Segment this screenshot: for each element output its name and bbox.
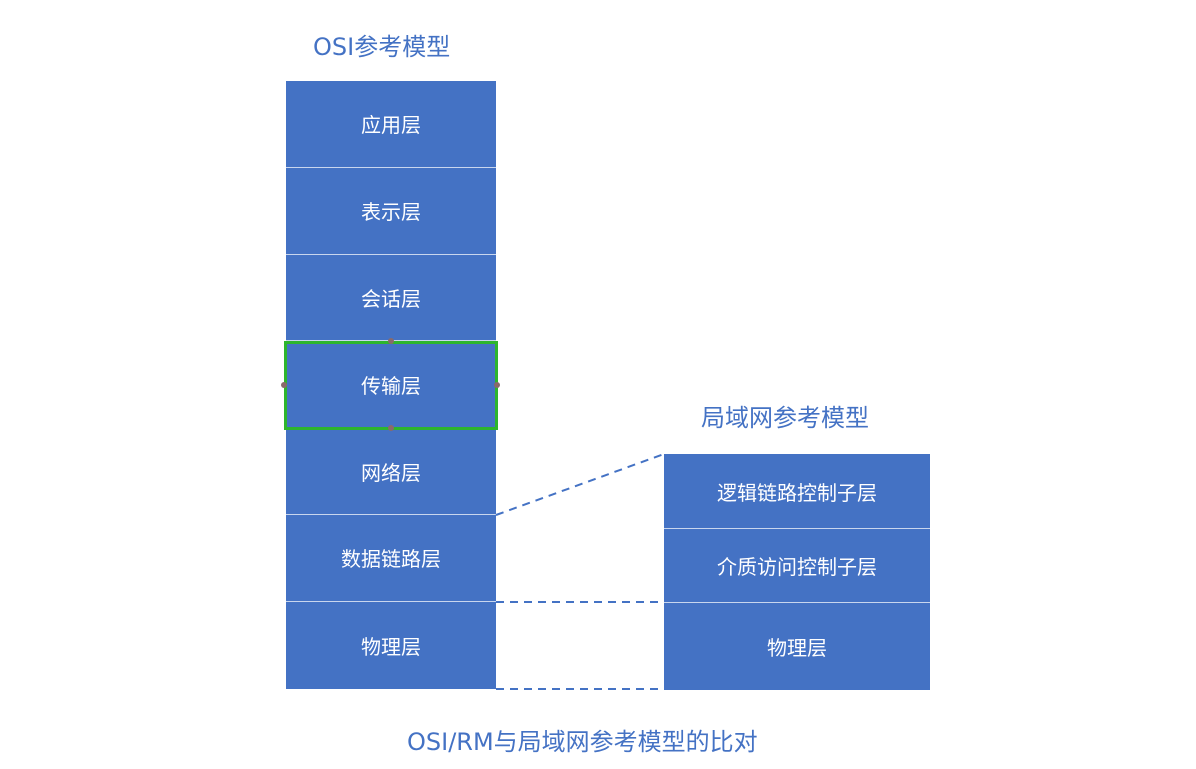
osi-layer-application[interactable]: 应用层	[286, 81, 496, 168]
lan-layer-llc[interactable]: 逻辑链路控制子层	[664, 454, 930, 529]
osi-layer-network[interactable]: 网络层	[286, 428, 496, 515]
osi-layer-physical[interactable]: 物理层	[286, 601, 496, 689]
lan-layer-physical[interactable]: 物理层	[664, 603, 930, 690]
osi-layer-data-link[interactable]: 数据链路层	[286, 514, 496, 602]
lan-layer-stack: 逻辑链路控制子层 介质访问控制子层 物理层	[664, 454, 930, 690]
lan-layer-mac[interactable]: 介质访问控制子层	[664, 529, 930, 603]
connector-line-llc-top	[495, 453, 665, 516]
lan-model-title: 局域网参考模型	[701, 404, 869, 432]
osi-layer-presentation[interactable]: 表示层	[286, 167, 496, 255]
selection-handle-left[interactable]	[281, 382, 287, 388]
selection-handle-right[interactable]	[494, 382, 500, 388]
selection-handle-bottom[interactable]	[388, 425, 394, 431]
osi-model-title: OSI参考模型	[313, 33, 451, 61]
osi-layer-session[interactable]: 会话层	[286, 254, 496, 342]
selection-handle-top[interactable]	[388, 338, 394, 344]
osi-layer-stack: 应用层 表示层 会话层 传输层 网络层 数据链路层 物理层	[286, 81, 496, 689]
diagram-caption: OSI/RM与局域网参考模型的比对	[407, 728, 758, 756]
osi-layer-transport[interactable]: 传输层	[286, 341, 496, 429]
